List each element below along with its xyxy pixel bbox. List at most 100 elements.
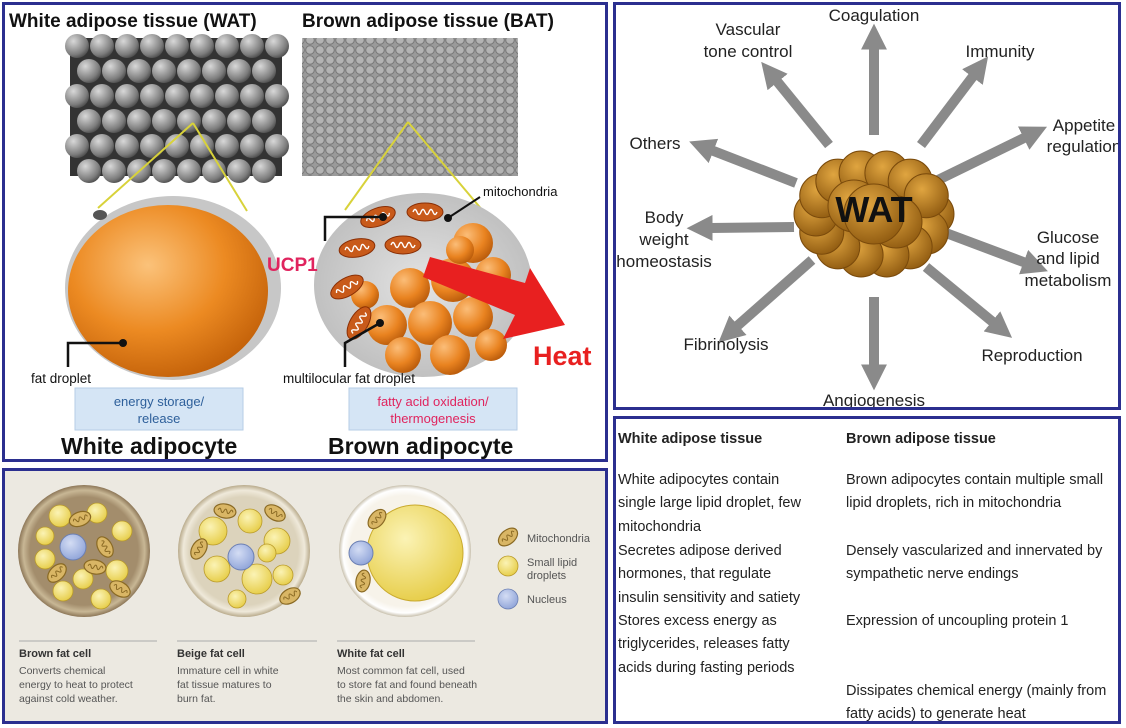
mitochondrion xyxy=(384,235,422,255)
fat-cell-description-line: energy to heat to protect xyxy=(19,679,133,691)
label-appetite-2: regulation xyxy=(1047,137,1118,156)
header-white: White adipose tissue xyxy=(618,431,763,447)
mitochondrion xyxy=(279,587,301,605)
legend-mitochondria: Mitochondria xyxy=(527,533,591,545)
micrograph-cell xyxy=(177,159,201,183)
micrograph-cell xyxy=(77,59,101,83)
micrograph-cell xyxy=(227,109,251,133)
brown-fat-cell xyxy=(18,485,150,617)
micrograph-cell xyxy=(102,59,126,83)
table-line: Dissipates chemical energy (mainly from xyxy=(846,683,1107,699)
micrograph-cell xyxy=(202,159,226,183)
table-line: single large lipid droplet, few xyxy=(618,495,801,512)
micrograph-cell xyxy=(265,34,289,58)
legend-lipid-2: droplets xyxy=(527,570,567,582)
brown-adipocyte-caption: Brown adipocyte xyxy=(328,433,513,459)
micrograph-cell xyxy=(152,109,176,133)
table-cell-white: White adipocytes contain single large lip… xyxy=(618,469,833,539)
micrograph-cell xyxy=(127,109,151,133)
micrograph-cell xyxy=(140,134,164,158)
table-line: White adipocytes contain xyxy=(618,472,780,488)
table-cell-brown: Expression of uncoupling protein 1 xyxy=(846,610,1118,633)
label-fibrinolysis: Fibrinolysis xyxy=(683,335,768,354)
micrograph-cell xyxy=(115,134,139,158)
mitochondrion xyxy=(338,238,376,258)
table-line: Expression of uncoupling protein 1 xyxy=(846,613,1069,629)
micrograph-cell xyxy=(215,134,239,158)
beige-fat-cell xyxy=(178,485,310,617)
table-line: Stores excess energy as xyxy=(618,613,777,629)
label-glucose-3: metabolism xyxy=(1025,271,1112,290)
mitochondrion xyxy=(330,274,364,300)
micrograph-cell xyxy=(140,34,164,58)
mitochondria-label: mitochondria xyxy=(483,184,558,199)
fat-cell-description-line: the skin and abdomen. xyxy=(337,693,444,705)
bat-function-box xyxy=(348,387,518,431)
micrograph-cell xyxy=(165,84,189,108)
wat-function-line2: release xyxy=(138,411,181,426)
mitochondrion xyxy=(47,563,67,583)
bat-micrograph xyxy=(302,38,518,176)
micrograph-cell xyxy=(165,134,189,158)
function-arrow xyxy=(686,214,795,241)
white-fat-cell xyxy=(339,485,471,617)
multilocular-label: multilocular fat droplet xyxy=(283,371,415,386)
micrograph-cell xyxy=(252,109,276,133)
micrograph-cell xyxy=(252,59,276,83)
wat-function-box xyxy=(74,387,244,431)
micrograph-cell xyxy=(102,159,126,183)
comparison-table-panel: White adipose tissue Brown adipose tissu… xyxy=(613,416,1121,724)
mitochondrion xyxy=(83,559,107,575)
micrograph-cell xyxy=(90,134,114,158)
function-arrows xyxy=(686,23,1048,391)
label-reproduction: Reproduction xyxy=(981,346,1082,365)
micrograph-cell xyxy=(77,109,101,133)
micrograph-cell xyxy=(102,109,126,133)
micrograph-cell xyxy=(152,59,176,83)
table-line: triglycerides, releases fatty xyxy=(618,636,790,653)
fat-cell-name: White fat cell xyxy=(337,648,405,660)
table-line: sympathetic nerve endings xyxy=(846,566,1019,583)
micrograph-cell xyxy=(227,59,251,83)
micrograph-cell xyxy=(65,34,89,58)
mitochondrion xyxy=(264,504,286,522)
function-arrow xyxy=(689,138,798,188)
micrograph-cell xyxy=(127,59,151,83)
table-line: fatty acids) to generate heat xyxy=(846,706,1026,723)
mitochondrion xyxy=(190,538,208,560)
adipocyte-illustration: White adipose tissue (WAT) Brown adipose… xyxy=(9,11,592,459)
function-arrow xyxy=(718,256,816,343)
label-body-weight-1: Body xyxy=(645,208,684,227)
fat-cell-description-line: to store fat and found beneath xyxy=(337,679,478,691)
label-glucose-2: and lipid xyxy=(1036,249,1099,268)
table-line: Brown adipocytes contain multiple small xyxy=(846,472,1104,488)
label-vascular-2: tone control xyxy=(704,42,793,61)
mitochondrion xyxy=(68,510,92,528)
micrograph-cell xyxy=(65,84,89,108)
bat-function-line1: fatty acid oxidation/ xyxy=(377,394,489,409)
white-adipocyte-caption: White adipocyte xyxy=(61,433,237,459)
table-cell-white: Stores excess energy as triglycerides, re… xyxy=(618,610,833,680)
table-line: mitochondria xyxy=(618,518,702,535)
micrograph-cell xyxy=(240,34,264,58)
label-glucose-1: Glucose xyxy=(1037,228,1099,247)
label-coagulation: Coagulation xyxy=(829,6,920,25)
fat-cell-name: Brown fat cell xyxy=(19,648,92,660)
lipid-droplet xyxy=(475,329,507,361)
fat-droplet-label: fat droplet xyxy=(31,371,91,386)
fat-cell-description-line: Converts chemical xyxy=(19,665,106,677)
fat-cell-description-line: fat tissue matures to xyxy=(177,679,272,691)
micrograph-cell xyxy=(90,84,114,108)
table-line: acids during fasting periods xyxy=(618,659,795,676)
wat-cluster: WAT xyxy=(793,150,955,278)
lipid-droplet xyxy=(385,337,421,373)
micrograph-cell xyxy=(90,34,114,58)
label-vascular-1: Vascular xyxy=(716,20,781,39)
